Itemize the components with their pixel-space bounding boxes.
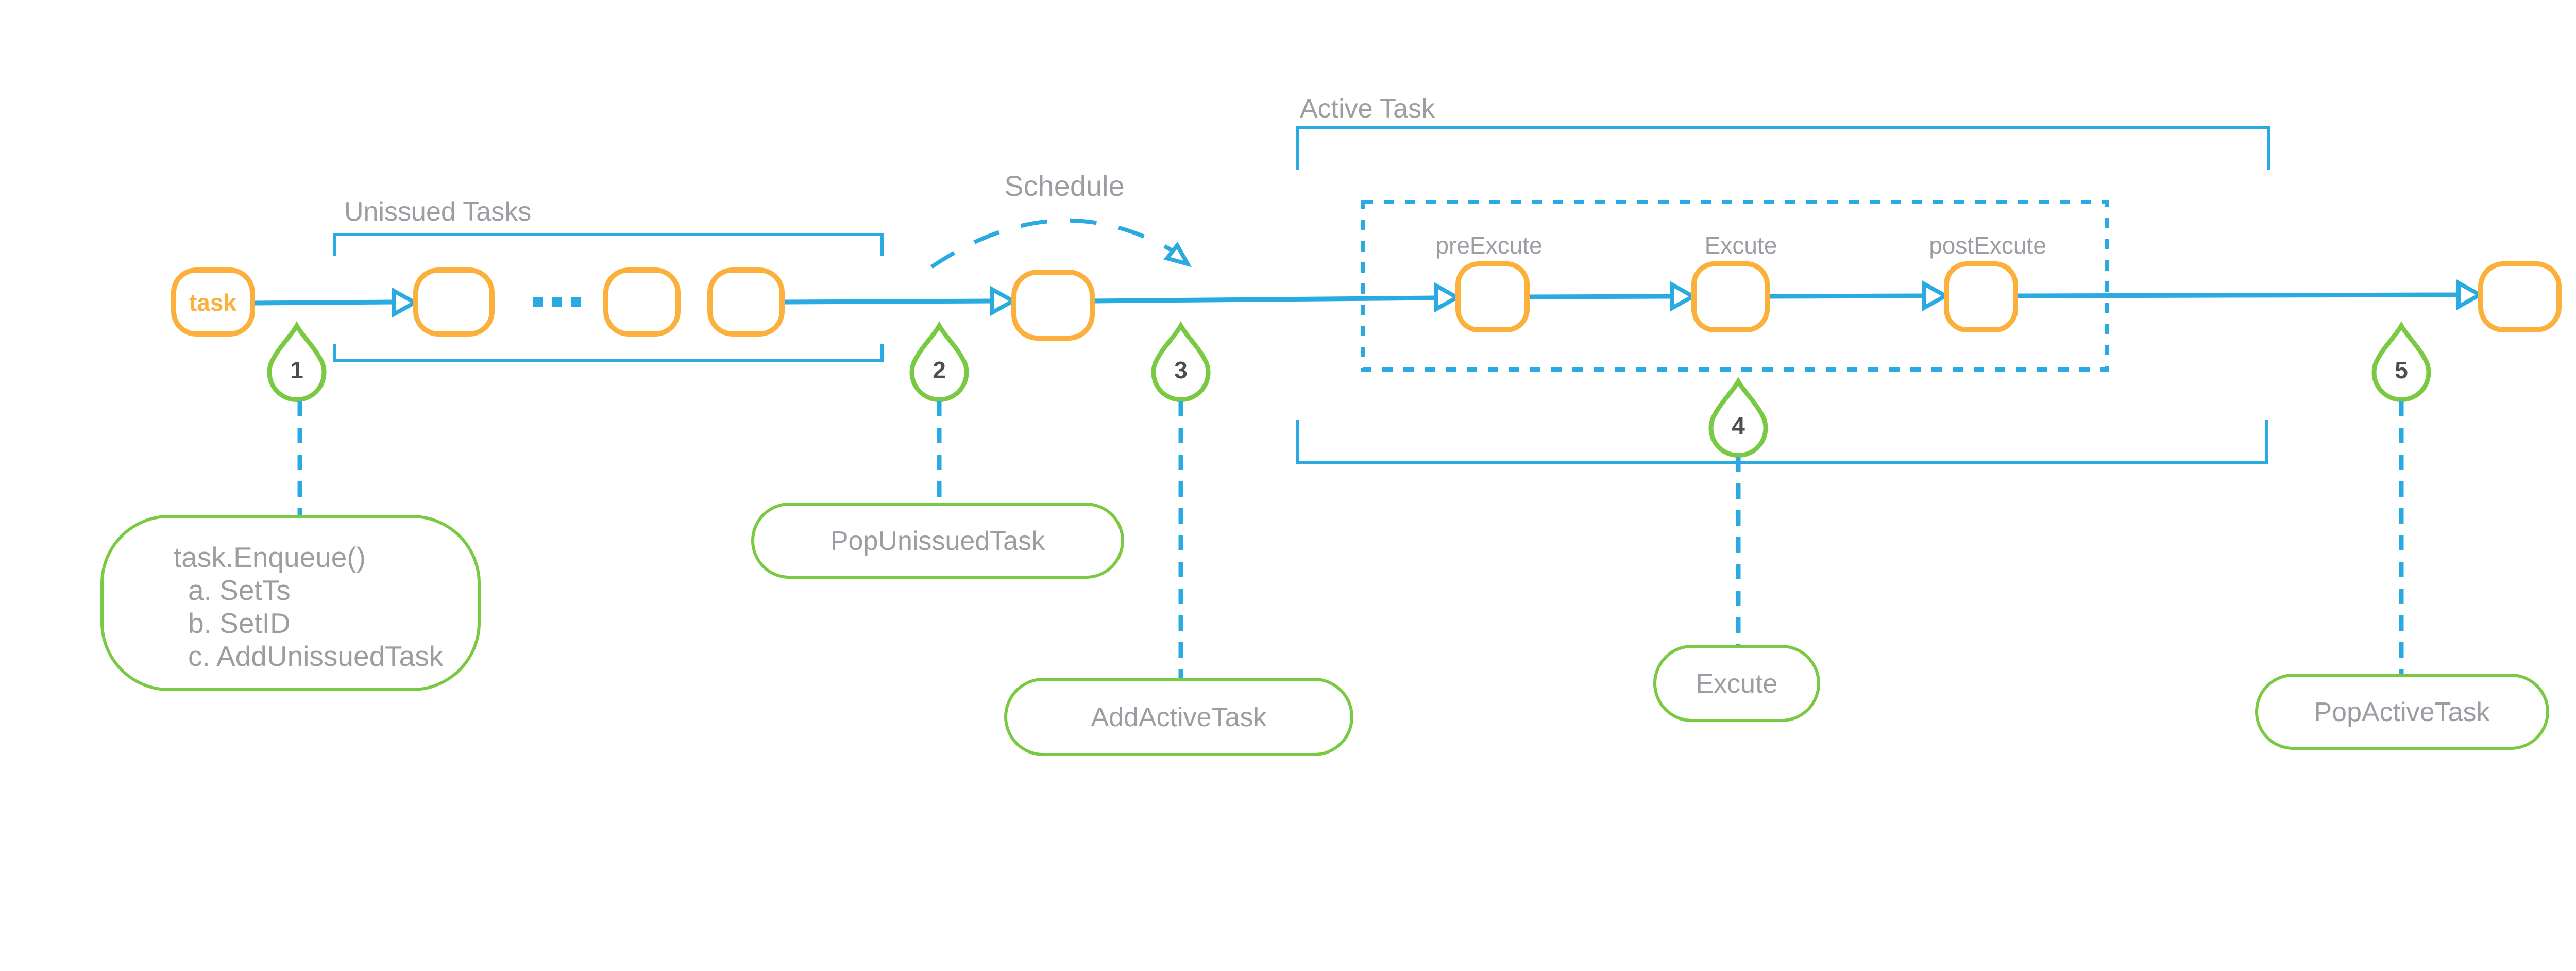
flow-arrow-2 bbox=[782, 298, 992, 305]
excute-annotation-box: Excute bbox=[1653, 645, 1820, 722]
flow-arrowhead-2-icon bbox=[990, 286, 1018, 316]
final-node bbox=[2478, 261, 2562, 332]
enqueue-line-1: task.Enqueue() bbox=[174, 541, 366, 573]
active-task-bracket-bottom bbox=[1296, 420, 2268, 464]
pop-active-task-label: PopActiveTask bbox=[2314, 697, 2490, 727]
enqueue-line-2: a. SetTs bbox=[188, 574, 291, 606]
schedule-label: Schedule bbox=[1004, 170, 1125, 202]
enqueue-line-4: c. AddUnissuedTask bbox=[188, 640, 444, 672]
schedule-arrowhead-icon bbox=[1163, 241, 1192, 267]
unissued-node-1 bbox=[413, 267, 495, 337]
excute-node bbox=[1691, 261, 1770, 332]
marker-2-number: 2 bbox=[933, 357, 946, 383]
scheduled-node bbox=[1011, 270, 1095, 341]
marker-1-pin: 1 bbox=[267, 321, 327, 403]
excute-node-label: Excute bbox=[1705, 232, 1777, 259]
pop-active-task-box: PopActiveTask bbox=[2255, 674, 2549, 750]
active-task-bracket-top bbox=[1296, 126, 2270, 170]
flow-arrowhead-4-icon bbox=[1670, 281, 1698, 312]
flow-arrowhead-1-icon bbox=[392, 287, 419, 318]
marker-2-pin: 2 bbox=[909, 321, 969, 403]
marker-5-pin: 5 bbox=[2371, 321, 2431, 403]
task-node-label: task bbox=[189, 289, 236, 316]
flow-arrow-6 bbox=[2016, 292, 2459, 298]
pop-unissued-task-box: PopUnissuedTask bbox=[751, 503, 1124, 579]
flow-arrowhead-3-icon bbox=[1434, 282, 1462, 313]
pre-excute-node bbox=[1455, 261, 1530, 332]
enqueue-annotation-box: task.Enqueue() a. SetTs b. SetID c. AddU… bbox=[100, 515, 481, 691]
flow-arrow-3 bbox=[1093, 295, 1436, 304]
marker-4-number: 4 bbox=[1732, 412, 1745, 439]
excute-annotation-label: Excute bbox=[1696, 669, 1778, 699]
unissued-tasks-label: Unissued Tasks bbox=[344, 197, 531, 227]
marker-4-pin: 4 bbox=[1708, 376, 1768, 458]
unissued-node-3 bbox=[707, 267, 785, 337]
add-active-task-label: AddActiveTask bbox=[1091, 702, 1267, 732]
unissued-bracket-top bbox=[333, 233, 884, 256]
pop-unissued-task-label: PopUnissuedTask bbox=[831, 526, 1045, 556]
queue-ellipsis-icon bbox=[533, 297, 581, 307]
flow-arrowhead-5-icon bbox=[1922, 280, 1950, 311]
post-excute-label: postExcute bbox=[1929, 232, 2046, 259]
post-excute-node bbox=[1944, 261, 2018, 332]
marker-3-pin: 3 bbox=[1151, 321, 1211, 403]
marker-3-number: 3 bbox=[1174, 357, 1188, 383]
flow-arrow-1 bbox=[253, 299, 394, 306]
flow-arrow-4 bbox=[1528, 294, 1672, 299]
active-task-dotted-box bbox=[1361, 200, 2109, 372]
marker-5-number: 5 bbox=[2395, 357, 2408, 383]
schedule-dashed-arc bbox=[930, 218, 1184, 269]
enqueue-line-3: b. SetID bbox=[188, 607, 291, 639]
unissued-node-2 bbox=[603, 267, 681, 337]
active-task-label: Active Task bbox=[1300, 94, 1435, 124]
add-active-task-box: AddActiveTask bbox=[1004, 678, 1353, 756]
marker-1-number: 1 bbox=[290, 357, 303, 383]
task-node bbox=[171, 267, 255, 337]
pre-excute-label: preExcute bbox=[1435, 232, 1542, 259]
unissued-bracket-bottom bbox=[333, 344, 884, 362]
flow-arrowhead-6-icon bbox=[2456, 279, 2484, 310]
